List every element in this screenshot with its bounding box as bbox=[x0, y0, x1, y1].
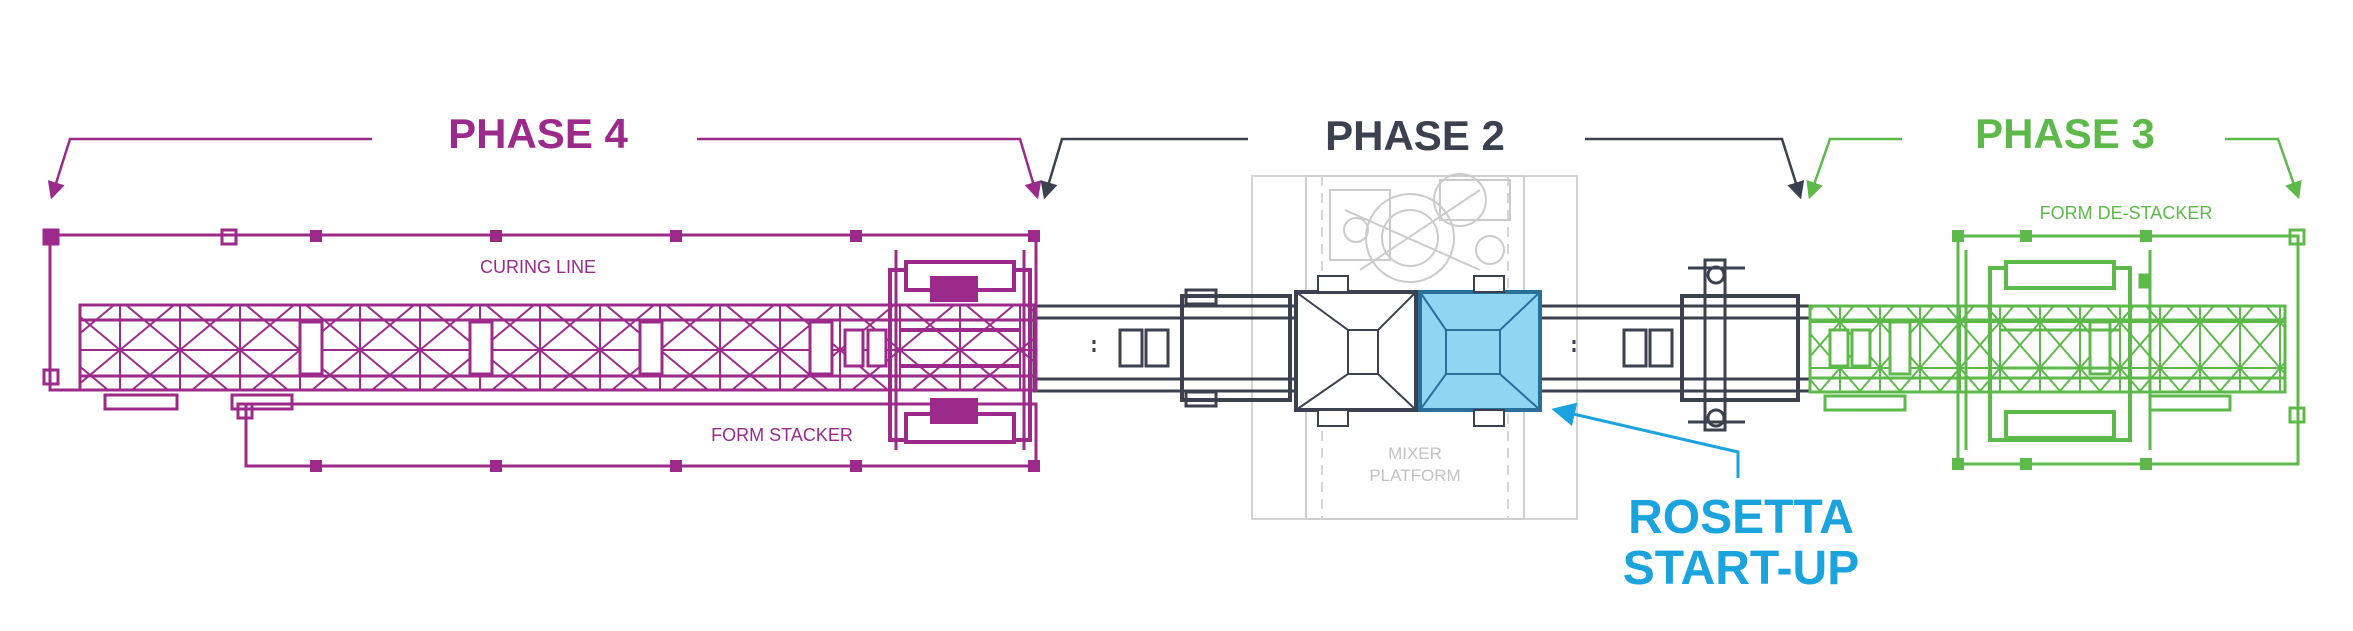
phase3-bracket-right bbox=[2225, 137, 2302, 200]
phase2-bracket-right bbox=[1585, 137, 1805, 200]
phase4-header: PHASE 4 bbox=[47, 110, 1042, 200]
phase4-bracket-left bbox=[47, 137, 372, 200]
rosetta-label-line2: START-UP bbox=[1623, 542, 1859, 595]
curing-line-label: CURING LINE bbox=[480, 257, 596, 277]
phase3-title: PHASE 3 bbox=[1975, 110, 2155, 157]
mixer-platform-label-2: PLATFORM bbox=[1369, 466, 1460, 485]
phase2-bracket-left bbox=[1040, 137, 1248, 200]
phase4-bracket-right bbox=[697, 137, 1042, 200]
phase2-title: PHASE 2 bbox=[1325, 112, 1505, 159]
mixer-platform-label-1: MIXER bbox=[1388, 444, 1442, 463]
phase3-equipment: FORM DE-STACKER bbox=[1808, 203, 2306, 470]
mixer-machinery bbox=[1329, 173, 1511, 283]
phase3-bracket-left bbox=[1806, 137, 1902, 200]
rosetta-station bbox=[1418, 275, 1542, 427]
mixer-station-left bbox=[1294, 275, 1418, 427]
rosetta-label-line1: ROSETTA bbox=[1628, 491, 1854, 544]
rosetta-callout: ROSETTA START-UP bbox=[1551, 402, 1859, 595]
phase4-equipment: CURING LINE FORM STACKER bbox=[42, 228, 1040, 472]
form-destacker-label: FORM DE-STACKER bbox=[2040, 203, 2213, 223]
mixer-platform: MIXER PLATFORM bbox=[1251, 173, 1578, 520]
phase3-header: PHASE 3 bbox=[1806, 110, 2302, 200]
phase4-title: PHASE 4 bbox=[448, 110, 628, 157]
form-stacker-frame bbox=[244, 402, 1038, 468]
rosetta-pointer bbox=[1551, 402, 1740, 478]
form-stacker-label: FORM STACKER bbox=[711, 425, 853, 445]
phase2-header: PHASE 2 bbox=[1040, 112, 1805, 200]
